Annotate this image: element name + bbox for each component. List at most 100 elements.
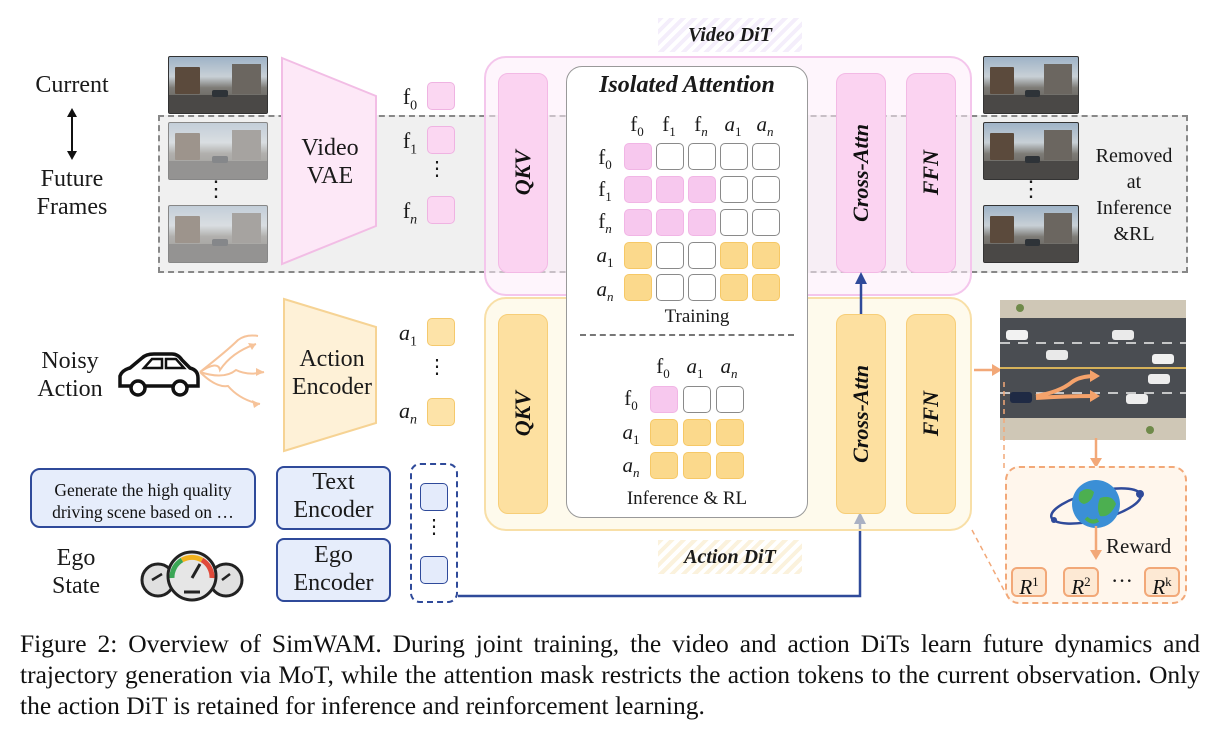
token-label-fn: fn xyxy=(402,198,418,228)
train-cell-a1-a1 xyxy=(720,242,748,269)
train-cell-f1-fn xyxy=(688,176,716,203)
video-vae-shape xyxy=(281,56,377,266)
train-col-f1: f1 xyxy=(662,112,676,140)
train-cell-an-a1 xyxy=(720,274,748,301)
train-cell-fn-an xyxy=(752,209,780,236)
train-cell-a1-an xyxy=(752,242,780,269)
infer-cell-an-an xyxy=(716,452,744,479)
action-encoder-line2: Encoder xyxy=(292,373,372,400)
train-cell-a1-fn xyxy=(688,242,716,269)
reward-token-k: Rk xyxy=(1144,567,1180,599)
video-vae-line2: VAE xyxy=(306,162,354,189)
text-encoder-box xyxy=(276,466,391,530)
train-cell-fn-a1 xyxy=(720,209,748,236)
token-label-an: an xyxy=(399,398,417,428)
bev-to-reward-arrow xyxy=(1090,438,1102,468)
train-col-f0: f0 xyxy=(630,112,644,140)
infer-cell-f0-f0 xyxy=(650,386,678,413)
text-encoder-line2: Encoder xyxy=(293,496,374,523)
train-cell-f1-f0 xyxy=(624,176,652,203)
removed-label: Removed at Inference &RL xyxy=(1082,143,1186,247)
train-cell-an-fn xyxy=(688,274,716,301)
train-cell-fn-f0 xyxy=(624,209,652,236)
noisy-action-arrows xyxy=(199,334,265,408)
train-cell-an-f0 xyxy=(624,274,652,301)
token-label-f1: f1 xyxy=(402,128,418,158)
ego-state-line2: State xyxy=(52,572,100,599)
inference-label: Inference & RL xyxy=(626,488,748,509)
output-frame-future-1 xyxy=(983,122,1079,180)
reward-region-connector xyxy=(971,382,1007,595)
action-encoder-shape xyxy=(283,297,377,453)
reward-label: Reward xyxy=(1106,534,1172,558)
a-tokens-vdots: ⋮ xyxy=(427,356,447,378)
token-f1 xyxy=(427,126,455,154)
infer-cell-an-a1 xyxy=(683,452,711,479)
future-frames-line2: Frames xyxy=(36,193,108,220)
video-cross-attn-block: Cross-Attn xyxy=(836,73,886,273)
bev-driving-scene-image xyxy=(1000,300,1186,440)
globe-to-reward-arrow xyxy=(1090,526,1102,560)
removed-line2: at xyxy=(1126,171,1142,193)
training-label: Training xyxy=(664,306,730,327)
ego-encoder-line1: Ego xyxy=(314,542,353,568)
ego-state-label: Ego State xyxy=(36,545,116,600)
video-dit-title: Video DiT xyxy=(688,24,772,46)
removed-line4: &RL xyxy=(1113,223,1155,245)
up-down-arrow-icon xyxy=(67,108,77,160)
video-qkv-block: QKV xyxy=(498,73,548,273)
noisy-action-label: Noisy Action xyxy=(22,348,118,403)
train-row-f0: f0 xyxy=(598,145,612,173)
train-col-fn: fn xyxy=(694,112,708,140)
token-an xyxy=(427,398,455,426)
action-to-video-arrow xyxy=(855,272,867,314)
token-a1 xyxy=(427,318,455,346)
train-col-a1: a1 xyxy=(724,112,742,140)
train-cell-fn-fn xyxy=(688,209,716,236)
action-encoder-label: Action Encoder xyxy=(280,346,384,401)
train-cell-f0-fn xyxy=(688,143,716,170)
train-row-f1: f1 xyxy=(598,177,612,205)
infer-cell-an-f0 xyxy=(650,452,678,479)
train-row-fn: fn xyxy=(598,209,612,237)
removed-line1: Removed xyxy=(1095,145,1173,167)
train-cell-f1-a1 xyxy=(720,176,748,203)
action-qkv-block: QKV xyxy=(498,314,548,514)
figure-caption: Figure 2: Overview of SimWAM. During joi… xyxy=(20,629,1200,720)
infer-cell-a1-a1 xyxy=(683,419,711,446)
output-frame-current xyxy=(983,56,1079,114)
action-dit-title: Action DiT xyxy=(684,546,776,568)
video-vae-label: Video VAE xyxy=(282,135,378,190)
condition-token-n xyxy=(420,556,448,584)
train-cell-an-an xyxy=(752,274,780,301)
infer-row-an: an xyxy=(622,453,640,481)
infer-col-an: an xyxy=(720,354,738,382)
reward-dots: ··· xyxy=(1111,568,1133,593)
ego-encoder-label: Ego Encoder xyxy=(276,542,391,597)
train-cell-f0-f0 xyxy=(624,143,652,170)
condition-tokens-group xyxy=(410,463,458,603)
train-cell-f0-a1 xyxy=(720,143,748,170)
ego-encoder-box xyxy=(276,538,391,602)
action-ffn-block: FFN xyxy=(906,314,956,514)
ego-encoder-line2: Encoder xyxy=(293,569,374,596)
text-encoder-line1: Text xyxy=(312,469,355,495)
current-frame-image xyxy=(168,56,268,114)
token-fn xyxy=(427,196,455,224)
train-cell-f1-an xyxy=(752,176,780,203)
text-encoder-label: Text Encoder xyxy=(276,469,391,524)
reward-token-1: R1 xyxy=(1011,567,1047,599)
infer-cell-f0-a1 xyxy=(683,386,711,413)
dashboard-gauge-icon xyxy=(140,550,244,602)
condition-tokens-vdots: ⋮ xyxy=(424,516,444,538)
video-dit-title-band xyxy=(658,18,802,52)
future-frame-image-1 xyxy=(168,122,268,180)
video-ffn-block: FFN xyxy=(906,73,956,273)
train-cell-f1-f1 xyxy=(656,176,684,203)
train-cell-an-f1 xyxy=(656,274,684,301)
infer-cell-f0-an xyxy=(716,386,744,413)
token-f0 xyxy=(427,82,455,110)
attention-divider xyxy=(580,334,794,336)
prompt-text: Generate the high quality driving scene … xyxy=(52,480,234,522)
train-row-an: an xyxy=(596,277,614,305)
